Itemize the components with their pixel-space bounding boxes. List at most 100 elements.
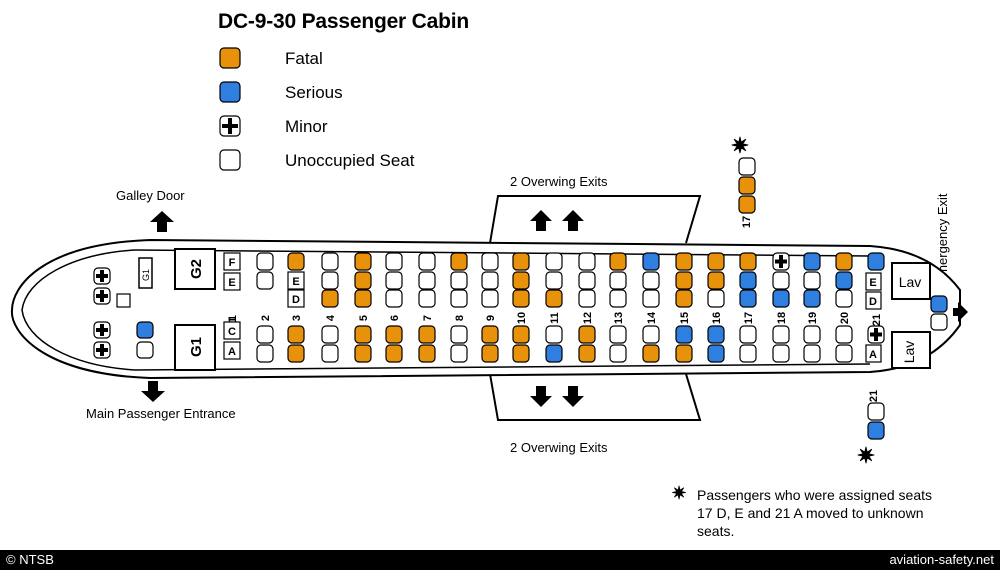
lav-aft	[891, 331, 931, 369]
flight-attendant-seat	[116, 293, 131, 308]
galley-g2-label: G2	[188, 259, 205, 279]
seat-row11-top-2	[545, 271, 563, 290]
seat-row17-top-3	[739, 289, 757, 308]
crew-seat-3	[93, 321, 111, 339]
row-number-15: 15	[679, 312, 691, 324]
seat-row6-bottom-1	[385, 325, 403, 344]
seat-row9-bottom-2	[481, 344, 499, 363]
seat-outside17-1	[738, 157, 756, 176]
row-number-18: 18	[776, 312, 788, 324]
overwing-exit-bottom	[489, 373, 702, 421]
seat-outside21-1	[867, 402, 885, 421]
footer-bar: © NTSB aviation-safety.net	[0, 550, 1000, 570]
seat-row18-top-1	[772, 252, 790, 271]
seat-row20-top-3	[835, 289, 853, 308]
seat-row19-bottom-2	[803, 344, 821, 363]
crew-seat-1	[93, 267, 111, 285]
legend-label-serious: Serious	[285, 83, 343, 102]
lav-forward-label: Lav	[899, 274, 922, 290]
seat-row3-bottom-1	[287, 325, 305, 344]
seat-row8-top-3	[450, 289, 468, 308]
legend-label-unoccupied: Unoccupied Seat	[285, 151, 415, 170]
asterisk-row-17: ✷	[731, 133, 749, 158]
seat-row13-top-1	[609, 252, 627, 271]
overwing-exits-bottom-label: 2 Overwing Exits	[510, 440, 608, 455]
svg-text:A: A	[869, 349, 877, 361]
seat-row13-top-2	[609, 271, 627, 290]
seat-row16-top-2	[707, 271, 725, 290]
seat-row2-top-1	[256, 252, 274, 271]
galley-g1-label: G1	[188, 337, 205, 357]
row-number-14: 14	[646, 311, 658, 324]
seat-row9-top-2	[481, 271, 499, 290]
row-number-19: 19	[807, 312, 819, 324]
seat-row8-top-1	[450, 252, 468, 271]
seat-row2-top-2	[256, 271, 274, 290]
svg-text:C: C	[228, 326, 236, 338]
exit-arrows	[141, 210, 968, 407]
row-number-21: 21	[871, 314, 883, 326]
row-number-16: 16	[711, 312, 723, 324]
seat-aft-1	[930, 295, 948, 313]
svg-text:F: F	[229, 257, 236, 269]
overwing-arrow-down-1	[530, 386, 552, 407]
seat-row14-top-1	[642, 252, 660, 271]
seat-row7-top-1	[418, 252, 436, 271]
cabin-diagram: G1 G2 G1 Lav Lav F E C A E D E D A	[10, 47, 968, 503]
seat-row20-top-1	[835, 252, 853, 271]
seat-row16-top-3	[707, 289, 725, 308]
lav-aft-label: Lav	[901, 341, 917, 364]
seat-row14-top-2	[642, 271, 660, 290]
page-title: DC-9-30 Passenger Cabin	[218, 10, 469, 33]
seat-row14-bottom-2	[642, 344, 660, 363]
seat-row10-bottom-2	[512, 344, 530, 363]
seat-row13-bottom-2	[609, 344, 627, 363]
row-number-6: 6	[389, 315, 401, 321]
seat-row8-top-2	[450, 271, 468, 290]
seat-row5-top-1	[354, 252, 372, 271]
seat-row12-bottom-1	[578, 325, 596, 344]
legend-label-fatal: Fatal	[285, 49, 323, 68]
seat-row10-top-1	[512, 252, 530, 271]
seat-row12-top-2	[578, 271, 596, 290]
seat-row10-top-3	[512, 289, 530, 308]
seat-row6-top-2	[385, 271, 403, 290]
row-number-5: 5	[358, 315, 370, 321]
seat-row15-bottom-2	[675, 344, 693, 363]
row-number-20: 20	[839, 312, 851, 324]
svg-text:E: E	[228, 277, 235, 289]
asterisk-note: ✷	[671, 483, 686, 503]
seat-row15-top-2	[675, 271, 693, 290]
svg-text:E: E	[292, 276, 299, 288]
seat-row14-top-3	[642, 289, 660, 308]
seat-row5-bottom-1	[354, 325, 372, 344]
crew-seat-4	[93, 341, 111, 359]
nose-inner-line	[21, 249, 136, 371]
seat-row4-bottom-1	[321, 325, 339, 344]
seat-row7-top-3	[418, 289, 436, 308]
seat-letters-forward: F E C A E D	[223, 252, 305, 360]
seat-row11-bottom-2	[545, 344, 563, 363]
seat-row2-bottom-1	[256, 325, 274, 344]
overwing-arrow-up-2	[562, 210, 584, 231]
galley-g1-small	[138, 257, 153, 289]
asterisk-row-21: ✷	[857, 443, 875, 468]
seat-row13-top-3	[609, 289, 627, 308]
seat-row6-bottom-2	[385, 344, 403, 363]
seat-outside17-3	[738, 195, 756, 214]
seat-row4-top-2	[321, 271, 339, 290]
seat-row12-bottom-2	[578, 344, 596, 363]
row-number-3: 3	[291, 315, 303, 321]
relocated-passengers-note: Passengers who were assigned seats 17 D,…	[697, 487, 933, 539]
row-number-9: 9	[485, 315, 497, 321]
seat-row18-top-3	[772, 289, 790, 308]
seat-row7-top-2	[418, 271, 436, 290]
svg-text:D: D	[292, 294, 300, 306]
svg-text:E: E	[869, 277, 876, 289]
seat-row9-bottom-1	[481, 325, 499, 344]
row-number-2: 2	[260, 315, 272, 321]
crew-seat-2	[93, 287, 111, 305]
seat-row17-top-2	[739, 271, 757, 290]
row-number-12: 12	[582, 312, 594, 324]
